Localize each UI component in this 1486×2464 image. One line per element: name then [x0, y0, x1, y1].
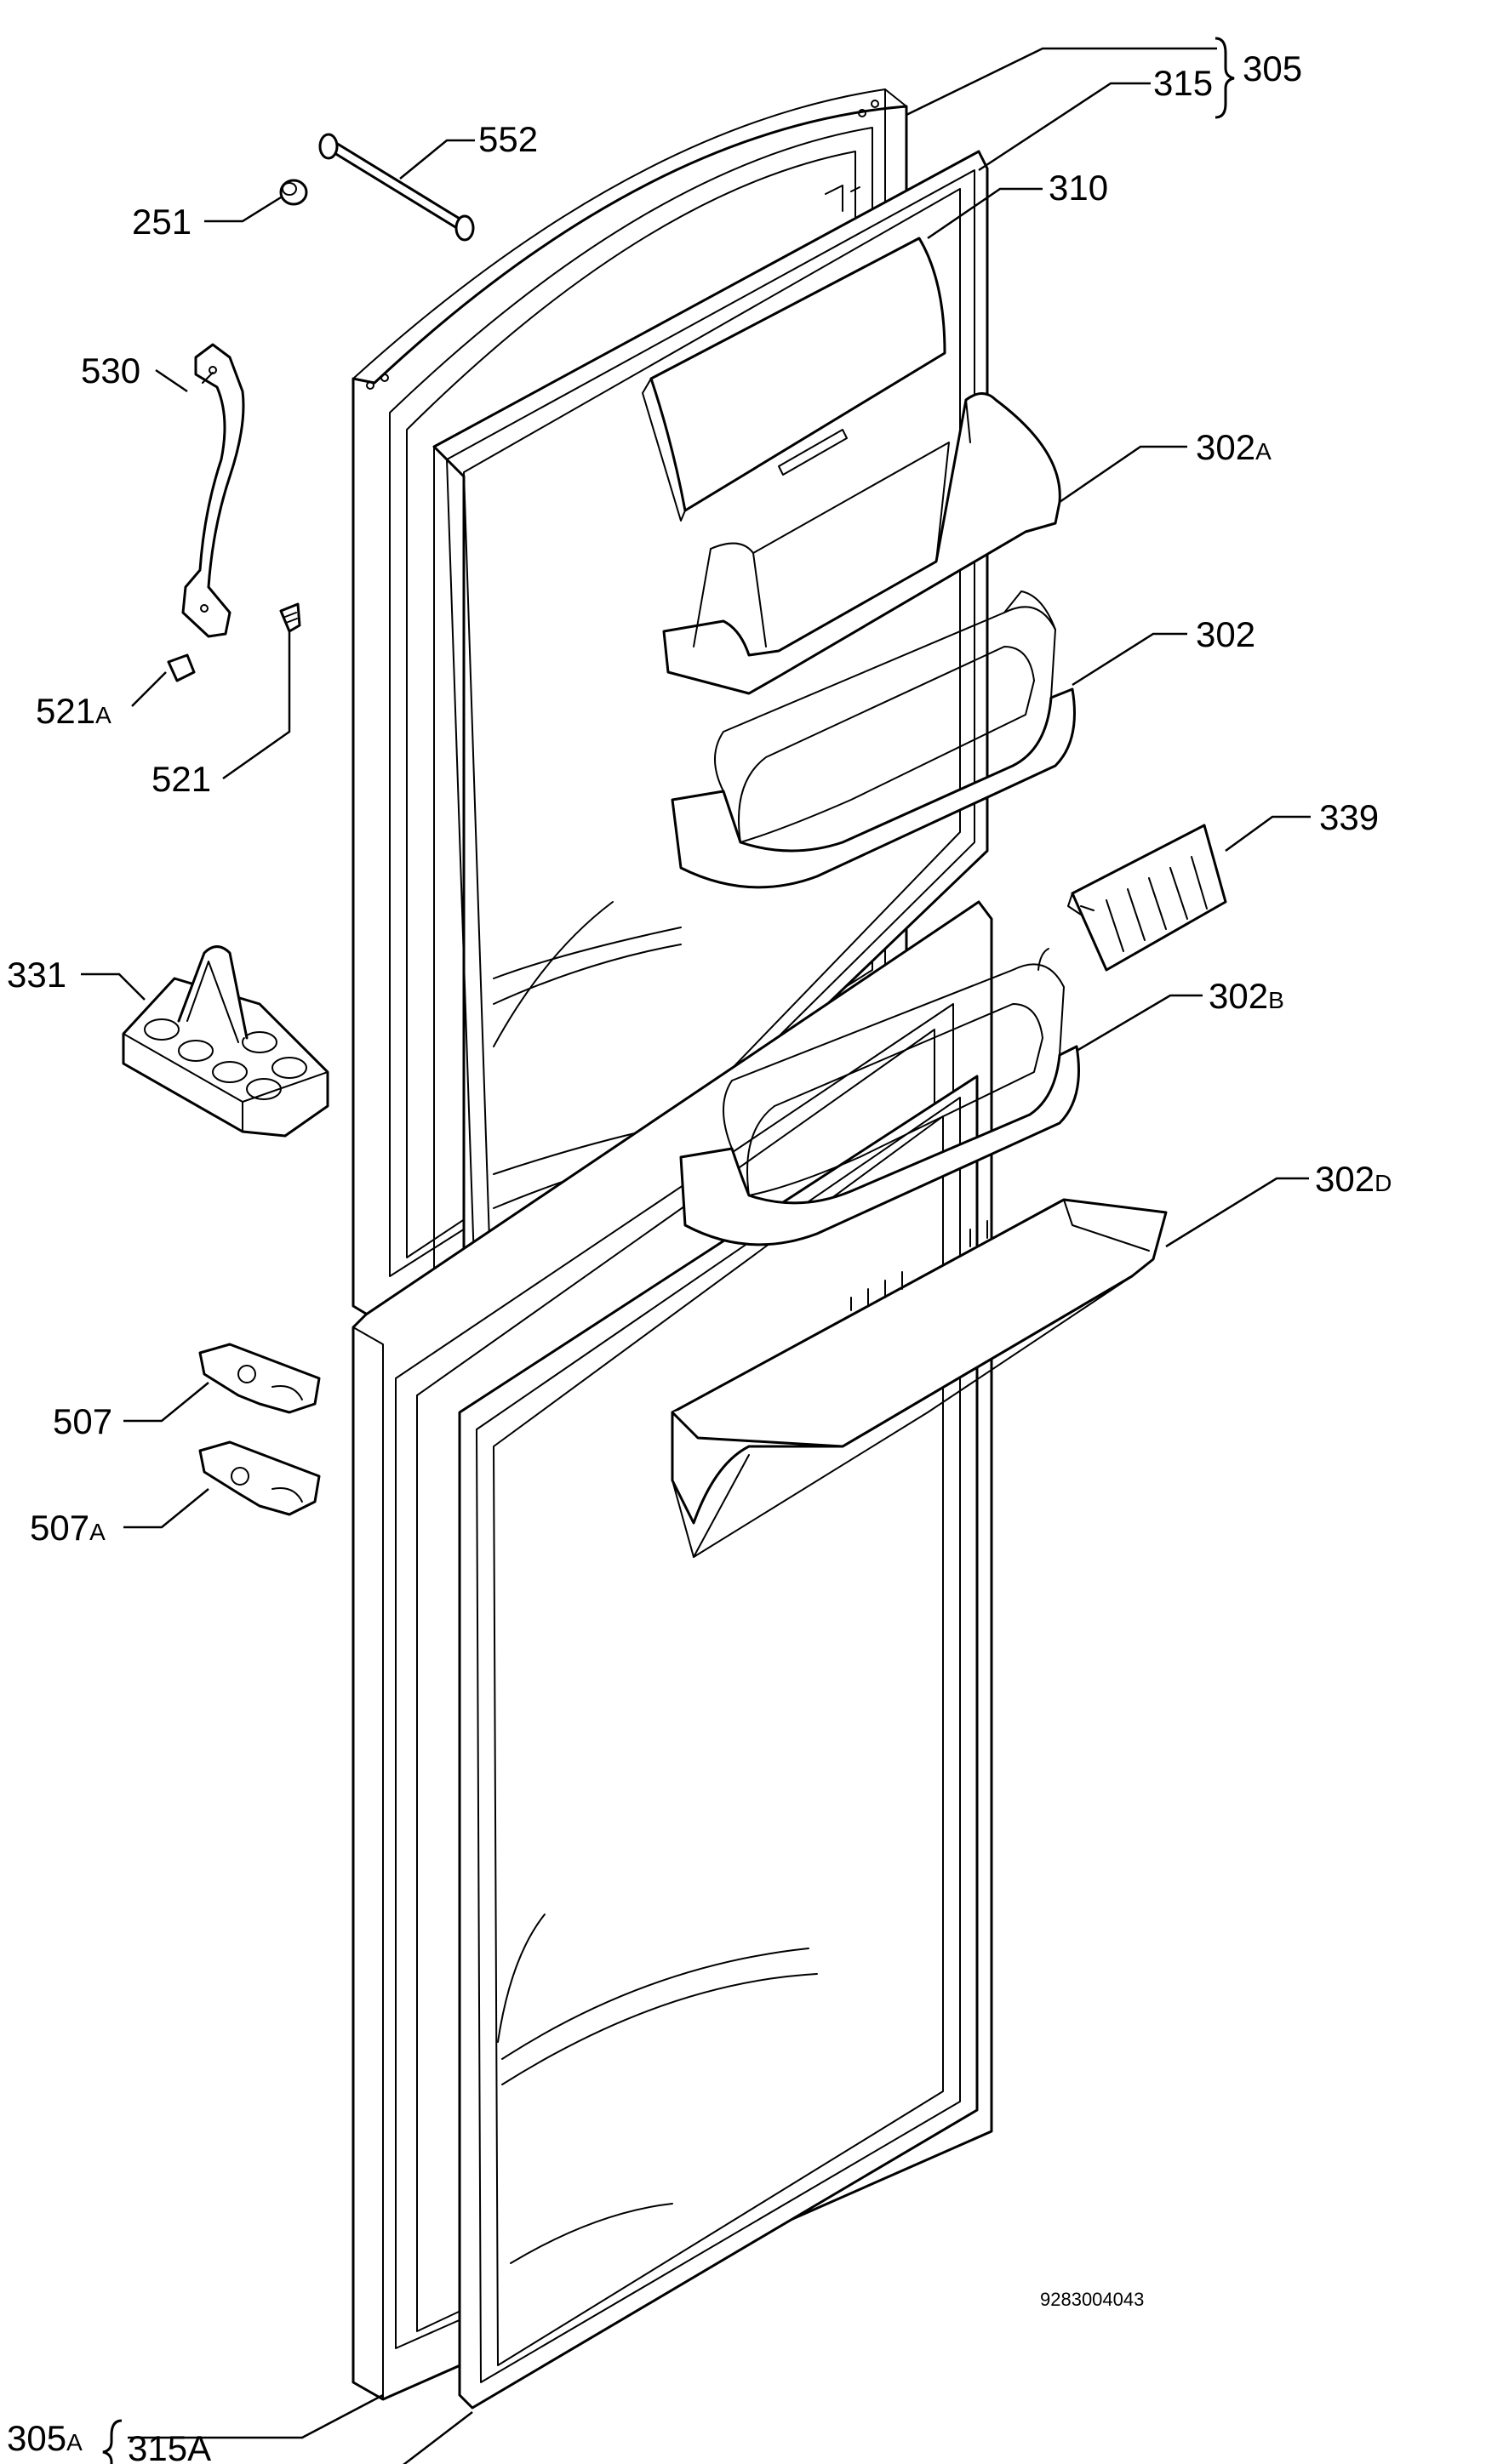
leader-lines — [81, 47, 1311, 2464]
part-302D-shelf — [671, 1198, 1168, 1558]
part-302B-shelf — [679, 948, 1080, 1246]
part-302-shelf — [671, 590, 1076, 889]
part-labels: 305 315 552 310 251 530 302A 302 521A 52… — [7, 48, 1392, 2464]
label-315: 315 — [1153, 63, 1213, 103]
part-507-hinge — [198, 1343, 321, 1414]
part-552-pin — [318, 133, 475, 242]
label-305: 305 — [1243, 48, 1302, 88]
label-302D: 302D — [1315, 1159, 1392, 1199]
label-507: 507 — [53, 1401, 112, 1441]
braces — [102, 37, 1235, 2464]
part-521A-cap — [167, 653, 196, 682]
label-310: 310 — [1049, 168, 1108, 208]
label-339: 339 — [1319, 797, 1379, 837]
label-302B: 302B — [1209, 976, 1284, 1016]
label-302: 302 — [1196, 614, 1255, 654]
part-530-handle — [181, 343, 245, 638]
part-521-screw — [279, 602, 301, 633]
label-302A: 302A — [1196, 427, 1272, 467]
label-552: 552 — [478, 119, 538, 159]
part-507A-hinge — [198, 1440, 321, 1516]
part-251-cap — [279, 179, 308, 206]
reference-number: 9283004043 — [1040, 2289, 1144, 2310]
label-251: 251 — [132, 202, 191, 242]
part-331-egg-tray — [122, 945, 329, 1138]
part-339-flap — [1067, 824, 1227, 972]
label-521A: 521A — [36, 691, 111, 731]
label-315A: 315A — [128, 2428, 211, 2464]
label-507A: 507A — [30, 1508, 106, 1548]
label-331: 331 — [7, 955, 66, 995]
label-530: 530 — [81, 351, 140, 391]
part-310-cover — [642, 237, 946, 522]
upper-door-gasket — [432, 150, 989, 1355]
label-521: 521 — [151, 759, 211, 799]
part-302A-shelf — [662, 392, 1061, 695]
label-305A: 305A — [7, 2418, 83, 2458]
